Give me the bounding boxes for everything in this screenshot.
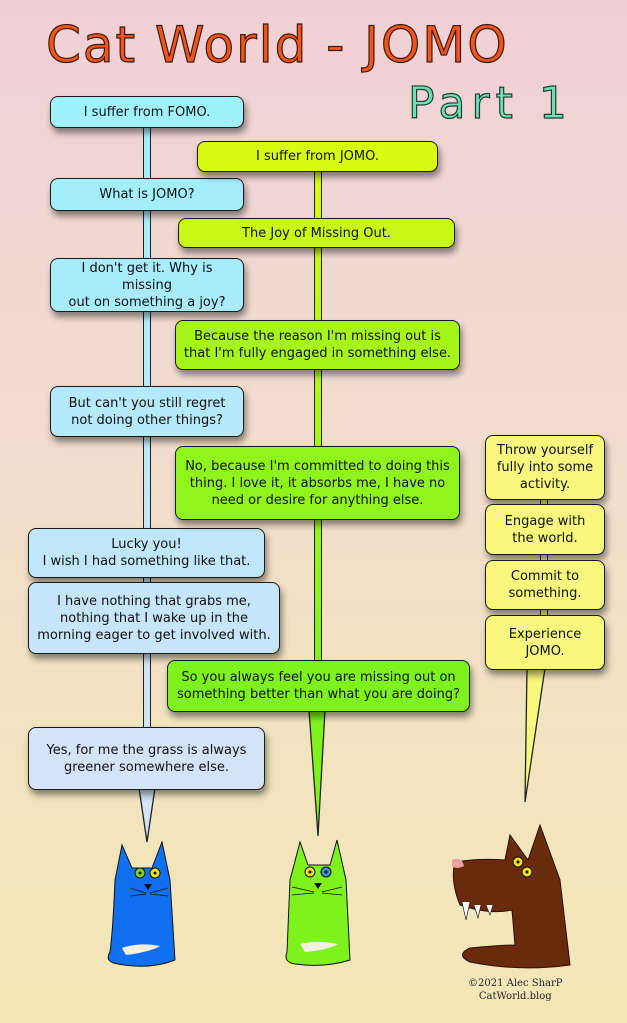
left-bubble-6: I have nothing that grabs me, nothing th… xyxy=(28,582,280,654)
dog-bubble-1: Throw yourself fully into some activity. xyxy=(485,435,605,500)
left-bubble-1: I suffer from FOMO. xyxy=(50,96,244,128)
dog-illustration xyxy=(452,823,571,969)
left-bubble-5: Lucky you! I wish I had something like t… xyxy=(28,528,265,578)
blue-cat-illustration xyxy=(107,840,176,967)
comic-title: Cat World - JOMO xyxy=(45,15,509,74)
middle-bubble-2: The Joy of Missing Out. xyxy=(178,218,455,248)
middle-bubble-4: No, because I'm committed to doing this … xyxy=(175,446,460,520)
left-bubble-7: Yes, for me the grass is always greener … xyxy=(28,727,265,790)
left-bubble-4: But can't you still regret not doing oth… xyxy=(50,386,244,437)
left-bubble-3: I don't get it. Why is missing out on so… xyxy=(50,258,244,312)
middle-bubble-5: So you always feel you are missing out o… xyxy=(167,660,470,712)
dog-bubble-3: Commit to something. xyxy=(485,560,605,610)
middle-bubble-3: Because the reason I'm missing out is th… xyxy=(175,320,460,370)
middle-connector xyxy=(314,170,322,670)
copyright-text: ©2021 Alec SharP xyxy=(468,978,563,989)
green-cat-illustration xyxy=(285,839,351,966)
credit: ©2021 Alec SharP CatWorld.blog xyxy=(468,977,563,1003)
left-bubble-2: What is JOMO? xyxy=(50,178,244,211)
dog-bubble-4: Experience JOMO. xyxy=(485,615,605,670)
left-speech-tail xyxy=(138,667,546,843)
middle-bubble-1: I suffer from JOMO. xyxy=(197,141,438,172)
site-text: CatWorld.blog xyxy=(478,991,552,1002)
comic-subtitle: Part 1 xyxy=(407,77,573,129)
dog-bubble-2: Engage with the world. xyxy=(485,504,605,555)
